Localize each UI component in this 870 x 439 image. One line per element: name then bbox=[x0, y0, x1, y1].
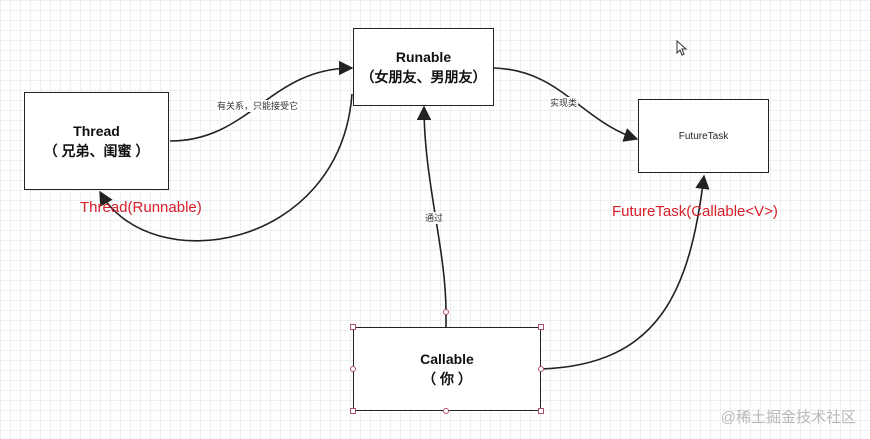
thread-subtitle: （ 兄弟、闺蜜 ） bbox=[43, 142, 150, 159]
callable-node[interactable]: Callable （ 你 ） bbox=[353, 327, 541, 411]
runable-node[interactable]: Runable （女朋友、男朋友） bbox=[353, 28, 494, 106]
edge-label-runable-to-futuretask: 实现类 bbox=[549, 97, 579, 109]
runable-title: Runable bbox=[395, 48, 452, 65]
annotation-futuretask-constructor: FutureTask(Callable<V>) bbox=[612, 203, 778, 220]
resize-handle-bottom-right[interactable] bbox=[538, 408, 544, 414]
watermark: @稀土掘金技术社区 bbox=[720, 409, 856, 426]
thread-title: Thread bbox=[73, 122, 120, 139]
resize-handle-top-left[interactable] bbox=[350, 324, 356, 330]
annotation-thread-constructor: Thread(Runnable) bbox=[80, 199, 202, 216]
edge-label-thread-to-runable: 有关系，只能接受它 bbox=[216, 100, 300, 112]
edge-runable-to-thread[interactable] bbox=[99, 93, 353, 242]
runable-subtitle: （女朋友、男朋友） bbox=[360, 68, 487, 85]
callable-subtitle: （ 你 ） bbox=[422, 370, 472, 387]
mouse-cursor-icon bbox=[676, 40, 688, 56]
connection-point-right[interactable] bbox=[538, 366, 544, 372]
edge-label-callable-to-runable: 通过 bbox=[424, 212, 445, 224]
callable-title: Callable bbox=[420, 350, 474, 367]
thread-node[interactable]: Thread （ 兄弟、闺蜜 ） bbox=[24, 92, 169, 190]
futuretask-node[interactable]: FutureTask bbox=[638, 99, 769, 173]
resize-handle-bottom-left[interactable] bbox=[350, 408, 356, 414]
edge-callable-to-runable[interactable] bbox=[416, 105, 447, 313]
resize-handle-top-right[interactable] bbox=[538, 324, 544, 330]
connection-point-bottom[interactable] bbox=[443, 408, 449, 414]
futuretask-title: FutureTask bbox=[678, 130, 729, 142]
connection-point-left[interactable] bbox=[350, 366, 356, 372]
edge-callable-to-futuretask[interactable] bbox=[540, 174, 710, 370]
connection-point-top[interactable] bbox=[443, 309, 449, 315]
